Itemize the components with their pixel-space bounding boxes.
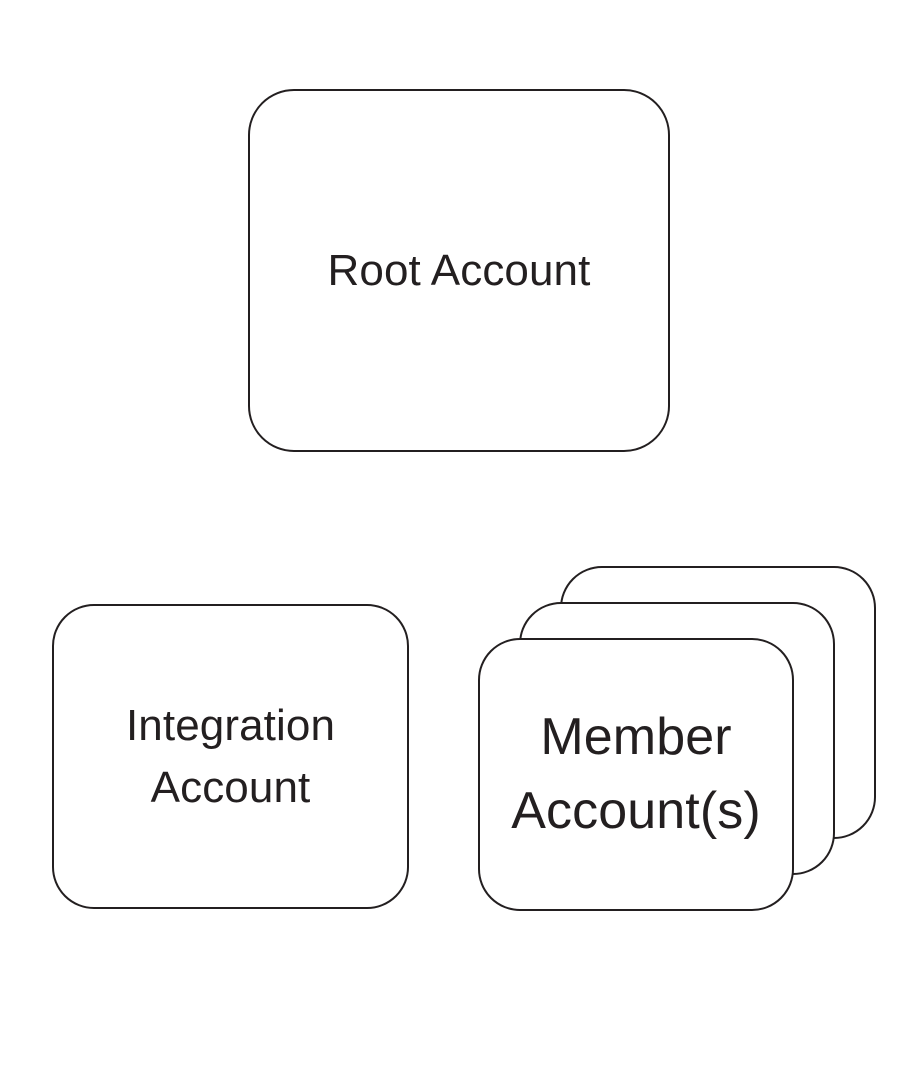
node-integration-account-label: Integration Account [125, 700, 336, 812]
node-root-account-label: Root Account [327, 245, 591, 295]
node-member-account-stack[interactable]: Member Account(s) [478, 566, 878, 914]
node-member-account-label: Member Account(s) [511, 707, 761, 840]
node-integration-account[interactable]: Integration Account [52, 604, 409, 909]
member-account-card-front[interactable]: Member Account(s) [478, 638, 794, 911]
node-root-account[interactable]: Root Account [248, 89, 670, 452]
